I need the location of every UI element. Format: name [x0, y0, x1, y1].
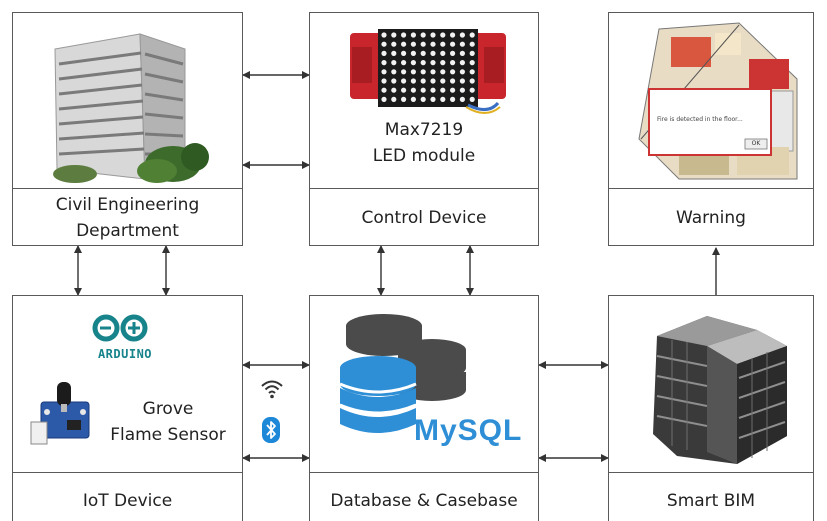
mysql-logo-text: MySQL	[414, 414, 523, 447]
module-label-line2: LED module	[372, 146, 476, 166]
smart-bim-box: Smart BIM	[608, 295, 814, 521]
database-caption: Database & Casebase	[330, 491, 518, 511]
control-caption: Control Device	[361, 208, 487, 228]
control-divider	[310, 188, 538, 189]
iot-divider	[13, 472, 242, 473]
civil-caption-line1: Civil Engineering	[55, 195, 200, 215]
iot-device-box: ARDUINO Grove Flame Sensor IoT Device	[12, 295, 243, 521]
bim-building-model	[653, 316, 787, 464]
warning-dialog	[648, 88, 772, 156]
sensor-label-line2: Flame Sensor	[110, 425, 226, 445]
warning-divider	[609, 188, 813, 189]
warning-dialog-text: Fire is detected in the floor...	[657, 116, 743, 123]
warning-box: Fire is detected in the floor... OK Warn…	[608, 12, 814, 246]
module-label-line1: Max7219	[384, 120, 464, 140]
iot-caption: IoT Device	[82, 491, 173, 511]
led-matrix	[350, 29, 506, 114]
bim-divider	[609, 472, 813, 473]
control-device-box: Max7219 LED module Control Device	[309, 12, 539, 246]
database-divider	[310, 472, 538, 473]
arduino-logo	[92, 314, 148, 342]
database-box: MySQL Database & Casebase	[309, 295, 539, 521]
arduino-logo-text: ARDUINO	[97, 347, 153, 361]
building-photo	[53, 33, 209, 183]
bim-caption: Smart BIM	[666, 491, 756, 511]
mysql-database-icon	[339, 314, 466, 433]
floorplan-warning	[638, 22, 798, 180]
bluetooth-icon	[262, 417, 280, 443]
flame-sensor	[30, 382, 90, 445]
wifi-icon	[261, 380, 283, 399]
warning-dialog-ok-button[interactable]: OK	[751, 140, 761, 147]
civil-divider	[13, 188, 242, 189]
civil-engineering-box: Civil Engineering Department	[12, 12, 243, 246]
sensor-label-line1: Grove	[142, 399, 194, 419]
civil-caption-line2: Department	[76, 221, 179, 241]
warning-caption: Warning	[676, 208, 746, 228]
